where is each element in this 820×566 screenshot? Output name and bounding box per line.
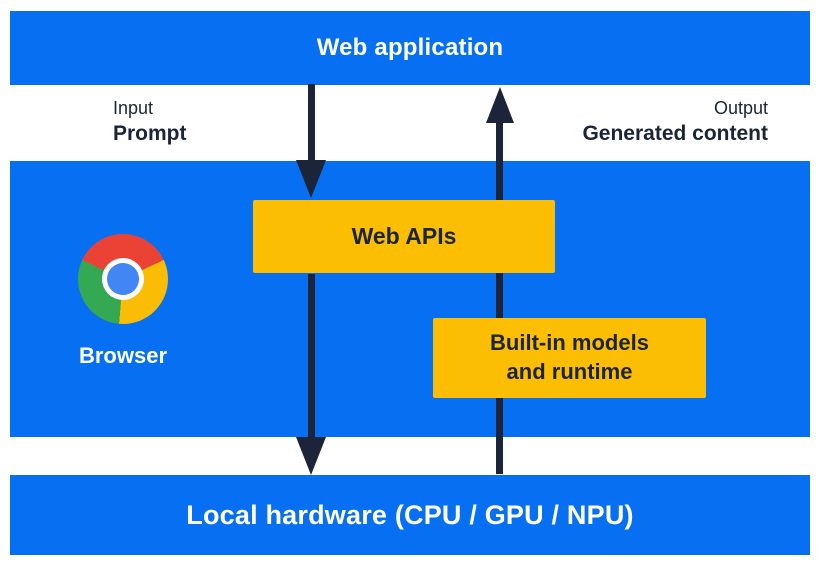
browser-label: Browser [78,343,168,368]
output-label-block: Output Generated content [582,97,768,147]
builtin-models-label-line2: and runtime [506,359,633,384]
output-kind-label: Output [713,98,768,118]
chrome-logo-ring [102,258,144,300]
input-label-block: Input Prompt [113,97,187,147]
down-arrow-head-into-hardware-icon [296,437,326,475]
up-arrow-line [496,122,503,474]
builtin-models-box: Built-in models and runtime [433,318,706,398]
web-apis-box: Web APIs [253,200,555,273]
web-application-band: Web application [10,11,810,85]
down-arrow-head-into-browser-icon [296,160,326,198]
input-value-label: Prompt [113,121,187,145]
output-value-label: Generated content [582,121,768,145]
local-hardware-label: Local hardware (CPU / GPU / NPU) [186,499,634,530]
down-arrow-line-lower [308,274,315,438]
input-kind-label: Input [113,98,154,118]
down-arrow-line-upper [308,84,315,162]
chrome-logo-icon [78,234,168,324]
chrome-logo-core [107,263,139,295]
builtin-models-label-line1: Built-in models [490,330,649,356]
web-apis-label: Web APIs [351,223,457,249]
up-arrow-head-into-application-icon [486,87,514,123]
web-application-label: Web application [316,34,504,61]
local-hardware-band: Local hardware (CPU / GPU / NPU) [10,475,810,555]
